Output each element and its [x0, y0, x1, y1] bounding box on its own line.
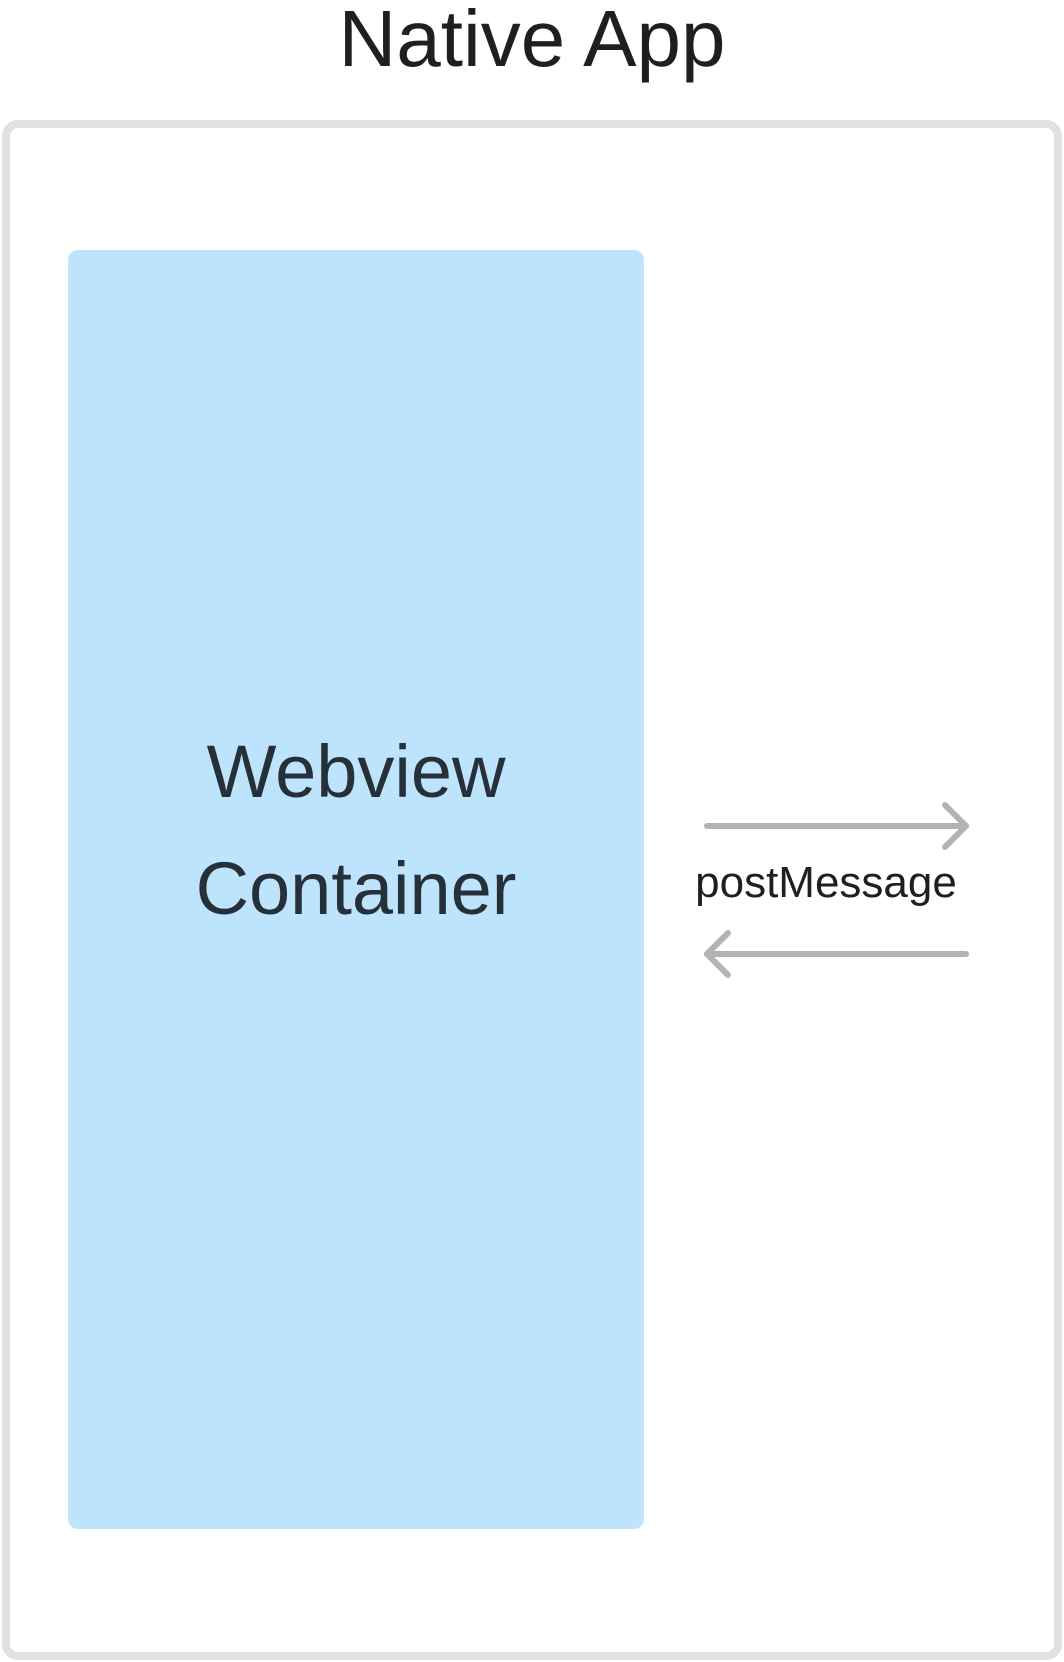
webview-label-line1: Webview [206, 729, 506, 813]
arrow-left-icon [704, 930, 969, 978]
post-message-label: postMessage [695, 858, 957, 907]
arrow-right-icon [704, 802, 969, 850]
native-app-container [2, 120, 1062, 1660]
native-app-title: Native App [338, 0, 726, 83]
webview-container: Webview Container [68, 250, 644, 1529]
webview-label: Webview Container [196, 713, 517, 947]
webview-label-line2: Container [195, 846, 517, 930]
